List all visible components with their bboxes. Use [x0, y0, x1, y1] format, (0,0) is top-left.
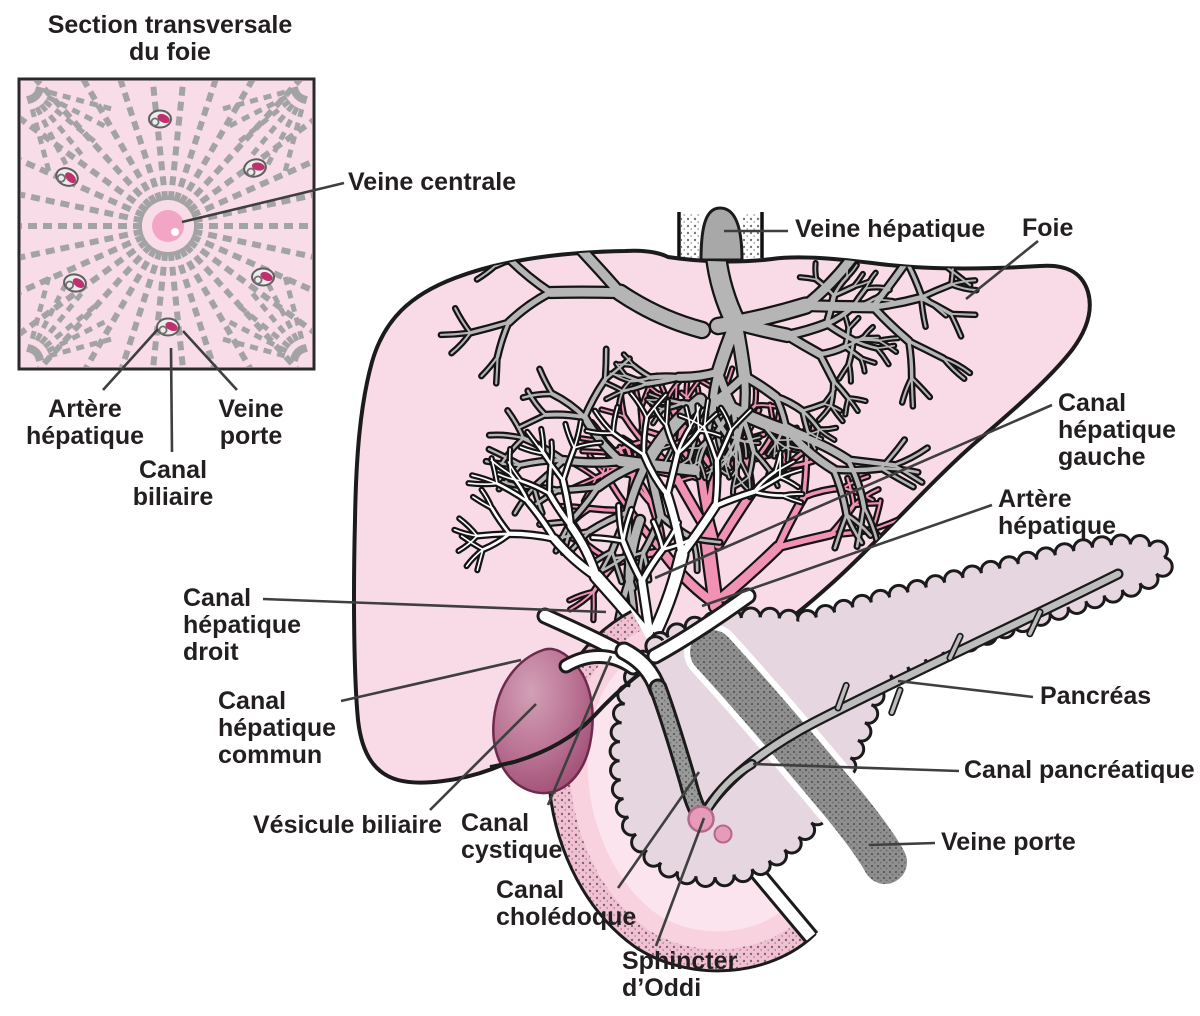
vessel-tree	[451, 390, 806, 642]
label-foie: Foie	[1022, 214, 1074, 242]
leader-inset-canal-biliaire	[169, 347, 174, 453]
cava-stipple-right	[743, 214, 760, 258]
portal-triad	[55, 167, 79, 187]
extrahepatic-ducts	[536, 587, 757, 700]
leader-inset-veine-porte	[182, 330, 238, 391]
inset-title: Section transversale du foie	[47, 11, 293, 66]
label-pancreas: Pancréas	[1040, 682, 1152, 710]
leader-vesicule-biliaire	[429, 703, 537, 811]
label-sphincter-oddi: Sphincter d’Oddi	[622, 947, 738, 1002]
leader-canal-hepatique-droit	[262, 597, 607, 614]
liver	[352, 248, 1092, 785]
leader-canal-choledoque	[616, 771, 701, 889]
pancreas-shape	[619, 544, 1165, 878]
central-vein-lumen	[171, 228, 179, 236]
liver-cross-section-inset	[17, 77, 316, 371]
inset-border	[17, 77, 316, 371]
cystic-duct	[561, 652, 638, 673]
label-canal-hepatique-commun: Canal hépatique commun	[218, 687, 337, 769]
label-canal-hepatique-droit: Canal hépatique droit	[183, 584, 302, 666]
portal-triad	[148, 109, 172, 129]
leader-canal-pancreatique	[752, 762, 960, 773]
liver-cell-cords-texture	[21, 81, 312, 367]
label-canal-pancreatique: Canal pancréatique	[964, 756, 1195, 784]
leader-foie	[965, 239, 1039, 301]
hepatic-vein-shape	[699, 206, 744, 262]
label-inset-artere-hepatique: Artère hépatique	[25, 395, 145, 450]
portal-triad	[251, 267, 275, 287]
leader-sphincter-oddi	[654, 817, 706, 947]
leader-canal-cystique	[546, 655, 613, 806]
leader-veine-porte	[868, 841, 936, 847]
portal-triad	[63, 273, 87, 293]
leader-inset-artere-hepatique	[102, 328, 159, 391]
leader-canal-hepatique-commun	[340, 658, 522, 703]
intrahepatic-vessel-trees	[437, 250, 980, 665]
portal-triad	[156, 317, 180, 337]
sphincter-of-oddi-minor	[713, 824, 733, 844]
label-canal-hepatique-gauche: Canal hépatique gauche	[1058, 389, 1177, 471]
leader-pancreas	[897, 679, 1034, 699]
hepatic-vein-vena-cava	[677, 206, 764, 262]
label-veine-porte: Veine porte	[941, 828, 1076, 856]
label-canal-choledoque: Canal cholédoque	[496, 876, 637, 931]
label-inset-canal-biliaire: Canal biliaire	[132, 456, 214, 511]
label-artere-hepatique: Artère hépatique	[998, 485, 1117, 540]
label-canal-cystique: Canal cystique	[461, 809, 563, 864]
portal-triad	[243, 158, 267, 178]
leader-lines	[102, 181, 1053, 947]
left-hepatic-duct	[649, 590, 754, 662]
pancreatic-head-duct	[705, 761, 755, 811]
right-hepatic-duct	[539, 610, 626, 658]
label-veine-centrale: Veine centrale	[348, 168, 517, 196]
liver-inferior-margin	[489, 652, 670, 769]
leader-canal-hepatique-gauche	[654, 403, 1053, 580]
label-veine-hepatique: Veine hépatique	[795, 215, 986, 243]
sphincter-of-oddi-shape	[687, 805, 715, 833]
label-inset-veine-porte: Veine porte	[218, 395, 284, 450]
leader-veine-centrale	[181, 181, 345, 224]
central-vein-shape	[152, 210, 184, 242]
label-vesicule-biliaire: Vésicule biliaire	[253, 811, 442, 839]
portal-triads	[55, 109, 275, 337]
common-bile-duct-group	[648, 678, 757, 844]
leader-artere-hepatique	[701, 503, 993, 608]
cava-stipple-left	[681, 214, 701, 258]
